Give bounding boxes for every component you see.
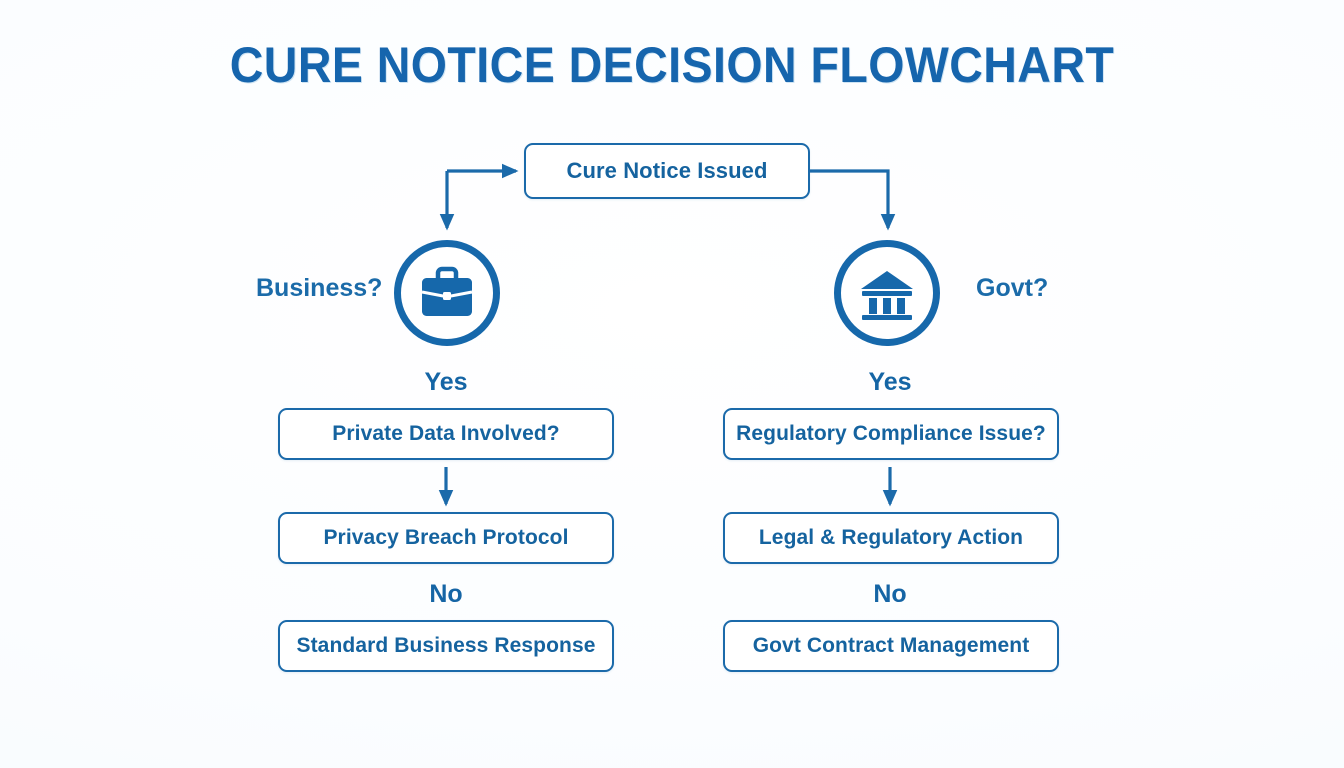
node-govt-contract-management[interactable]: Govt Contract Management xyxy=(723,620,1059,672)
edge-label-business-yes: Yes xyxy=(424,368,468,396)
node-private-data-involved[interactable]: Private Data Involved? xyxy=(278,408,614,460)
edge-label-business-no: No xyxy=(429,580,463,608)
page-title: CURE NOTICE DECISION FLOWCHART xyxy=(229,37,1115,93)
bank-icon xyxy=(856,265,918,321)
node-regulatory-compliance-issue[interactable]: Regulatory Compliance Issue? xyxy=(723,408,1059,460)
node-label: Regulatory Compliance Issue? xyxy=(736,422,1046,445)
node-label: Private Data Involved? xyxy=(332,422,560,445)
node-label: Privacy Breach Protocol xyxy=(323,526,569,549)
connector-root-to-business xyxy=(439,163,519,231)
edge-label-govt-yes: Yes xyxy=(868,368,912,396)
node-legal-regulatory-action[interactable]: Legal & Regulatory Action xyxy=(723,512,1059,564)
icon-circle-govt[interactable] xyxy=(834,240,940,346)
node-privacy-breach-protocol[interactable]: Privacy Breach Protocol xyxy=(278,512,614,564)
edge-label-govt-no: No xyxy=(873,580,907,608)
branch-label-govt: Govt? xyxy=(976,274,1049,302)
node-label: Cure Notice Issued xyxy=(566,158,768,183)
icon-circle-business[interactable] xyxy=(394,240,500,346)
node-cure-notice-issued[interactable]: Cure Notice Issued xyxy=(524,143,810,199)
node-standard-business-response[interactable]: Standard Business Response xyxy=(278,620,614,672)
connector-root-to-govt xyxy=(810,169,896,231)
node-label: Legal & Regulatory Action xyxy=(758,526,1024,549)
node-label: Standard Business Response xyxy=(296,634,596,657)
branch-label-business: Business? xyxy=(256,274,383,302)
briefcase-icon xyxy=(416,265,478,321)
node-label: Govt Contract Management xyxy=(752,634,1030,657)
